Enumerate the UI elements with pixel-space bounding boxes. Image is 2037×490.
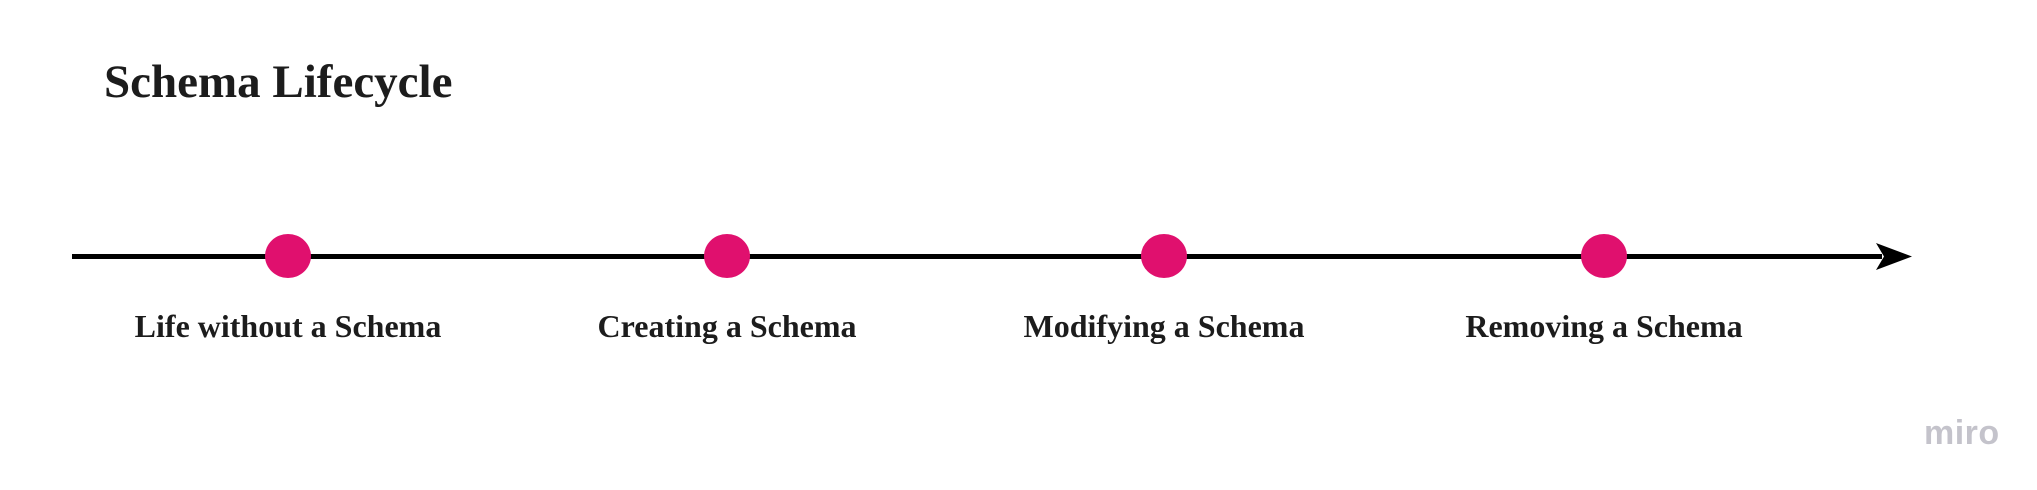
stage-dot — [1141, 234, 1187, 278]
stage-label: Creating a Schema — [597, 308, 857, 344]
stage-dot — [265, 234, 311, 278]
stage-label: Modifying a Schema — [1023, 308, 1305, 344]
stage-label: Removing a Schema — [1465, 308, 1743, 344]
diagram-title: Schema Lifecycle — [104, 56, 453, 108]
stage-dot — [704, 234, 750, 278]
stage-dot — [1581, 234, 1627, 278]
stage-label: Life without a Schema — [134, 308, 442, 344]
miro-watermark: miro — [1924, 414, 2000, 452]
timeline-line — [72, 254, 1882, 259]
arrowhead-right-icon — [1876, 243, 1912, 270]
